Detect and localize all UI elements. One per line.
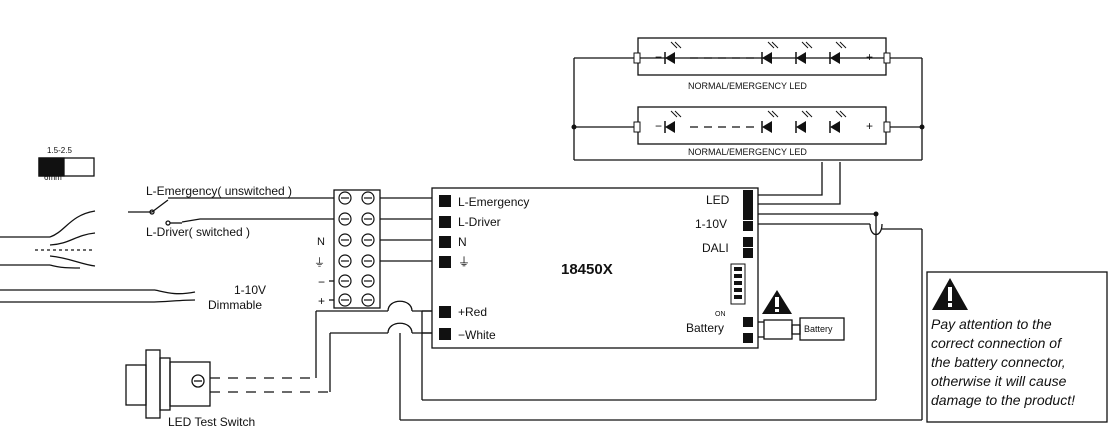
led-plus: + [866, 119, 873, 133]
term-l-driver: L-Driver [458, 215, 501, 229]
l-emergency-input-label: L-Emergency( unswitched ) [146, 184, 292, 198]
terminal-screw [361, 274, 375, 288]
term-l-emergency: L-Emergency [458, 195, 529, 209]
battery-label: Battery [804, 324, 833, 334]
dim-output-label: 1-10V [695, 217, 727, 231]
led-diode [664, 41, 682, 64]
n-input-label: N [317, 236, 325, 248]
module-model: 18450X [561, 261, 613, 278]
led-plus: + [866, 50, 873, 64]
l-driver-input-label: L-Driver( switched ) [146, 225, 250, 239]
led-diode [829, 110, 847, 133]
led-diode [795, 41, 813, 64]
term-white: −White [458, 328, 496, 342]
warning-line-3: the battery connector, [931, 354, 1066, 370]
module-terminal-squares [439, 190, 753, 343]
wire-strip-label: 6mm [44, 173, 62, 182]
ground-input-label: ⏚ [314, 256, 325, 269]
module-18450x [431, 187, 759, 349]
led-diode [795, 110, 813, 133]
dim-minus-label: − [318, 275, 325, 289]
terminal-screw [338, 233, 352, 247]
terminal-screw [361, 254, 375, 268]
dimming-label: 1-10V [234, 283, 266, 297]
battery-output-label: Battery [686, 321, 724, 335]
led-minus: − [655, 119, 662, 133]
battery [799, 317, 845, 341]
terminal-screw [338, 274, 352, 288]
terminal-screw [338, 293, 352, 307]
terminal-screw [361, 212, 375, 226]
test-switch-label: LED Test Switch [168, 415, 255, 429]
diodes-bottom: −+ [633, 110, 891, 133]
terminal-screw [338, 191, 352, 205]
led-wire-dashes: −+ [633, 50, 891, 64]
wire-gauge-label: 1.5-2.5 [47, 146, 72, 155]
dip-on-label: ON [715, 311, 726, 318]
dim-plus-label: + [318, 294, 325, 308]
term-n: N [458, 235, 467, 249]
term-red: +Red [458, 305, 487, 319]
led-string-bottom-label: NORMAL/EMERGENCY LED [688, 147, 807, 157]
led-minus: − [655, 50, 662, 64]
led-diode [761, 41, 779, 64]
led-wire-dashes: −+ [633, 119, 891, 133]
term-ground: ⏚ [458, 255, 470, 269]
diodes-top: −+ [633, 41, 891, 64]
dimmable-label: Dimmable [208, 298, 262, 312]
warning-line-2: correct connection of [931, 335, 1063, 351]
led-diode [829, 41, 847, 64]
terminal-screw [361, 233, 375, 247]
led-diode [761, 110, 779, 133]
terminal-screw [361, 293, 375, 307]
terminal-block [333, 189, 381, 309]
warning-box [926, 271, 1108, 423]
terminal-screws [338, 191, 375, 307]
warning-line-4: otherwise it will cause [931, 373, 1067, 389]
battery-connector [763, 319, 793, 340]
warning-line-5: damage to the product! [931, 392, 1075, 408]
led-string-top-label: NORMAL/EMERGENCY LED [688, 81, 807, 91]
terminal-screw [338, 212, 352, 226]
terminal-screw [338, 254, 352, 268]
led-diode [664, 110, 682, 133]
led-test-switch [125, 349, 211, 419]
warning-line-1: Pay attention to the [931, 316, 1052, 332]
led-output-label: LED [706, 193, 730, 207]
terminal-screw [361, 191, 375, 205]
dali-output-label: DALI [702, 241, 729, 255]
